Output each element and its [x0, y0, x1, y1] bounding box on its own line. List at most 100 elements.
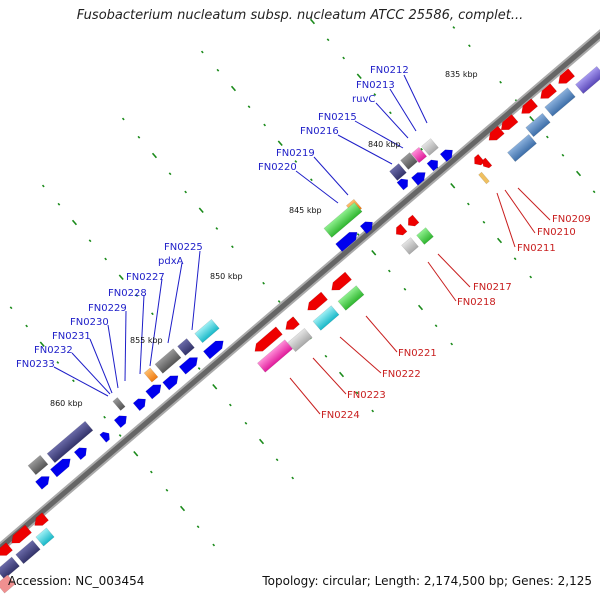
gene-label[interactable]: FN0230 — [70, 317, 109, 328]
gene-box[interactable] — [194, 318, 220, 344]
tick-mark — [41, 184, 45, 188]
reverse-gene[interactable] — [8, 524, 32, 547]
gene-label[interactable]: FN0231 — [52, 331, 91, 342]
forward-gene[interactable] — [162, 372, 182, 391]
gene-box[interactable] — [27, 454, 49, 476]
gene-box[interactable] — [401, 237, 419, 255]
gene-box[interactable] — [575, 65, 600, 95]
gene-label[interactable]: pdxA — [158, 256, 184, 267]
gene-label[interactable]: FN0222 — [382, 369, 421, 380]
gene-label[interactable]: FN0220 — [258, 162, 297, 173]
gene-box[interactable] — [0, 556, 20, 580]
forward-gene[interactable] — [359, 218, 376, 235]
tick-mark — [420, 147, 423, 151]
gene-label[interactable]: FN0215 — [318, 112, 357, 123]
gene-box[interactable] — [400, 152, 418, 170]
gene-box[interactable] — [143, 367, 159, 383]
gene-box[interactable] — [389, 163, 407, 181]
forward-gene[interactable] — [35, 473, 52, 490]
gene-box[interactable] — [416, 227, 434, 245]
reverse-gene[interactable] — [486, 125, 505, 144]
gene-label[interactable]: FN0211 — [517, 243, 556, 254]
reverse-gene[interactable] — [31, 512, 49, 530]
forward-gene[interactable] — [145, 381, 165, 400]
forward-gene[interactable] — [99, 430, 113, 443]
tick-mark — [450, 182, 456, 189]
forward-gene[interactable] — [203, 337, 226, 360]
reverse-gene[interactable] — [498, 114, 519, 133]
forward-gene[interactable] — [439, 146, 456, 163]
reverse-gene[interactable] — [480, 157, 493, 170]
gene-box[interactable] — [112, 397, 126, 411]
reverse-gene[interactable] — [328, 271, 352, 294]
gene-box[interactable] — [507, 133, 537, 163]
gene-box[interactable] — [15, 539, 41, 565]
gene-label[interactable]: FN0232 — [34, 345, 73, 356]
reverse-gene[interactable] — [518, 98, 539, 118]
gene-box[interactable] — [525, 112, 551, 138]
reverse-gene[interactable] — [393, 223, 408, 238]
reverse-gene[interactable] — [555, 68, 576, 88]
gene-label[interactable]: FN0213 — [356, 80, 395, 91]
gene-box[interactable] — [287, 327, 313, 353]
gene-label[interactable]: FN0217 — [473, 282, 512, 293]
tick-mark — [499, 80, 502, 84]
gene-label[interactable]: FN0224 — [321, 410, 360, 421]
forward-gene[interactable] — [411, 169, 428, 186]
map-title: Fusobacterium nucleatum subsp. nucleatum… — [76, 8, 524, 23]
gene-box[interactable] — [544, 87, 576, 117]
gene-label[interactable]: FN0225 — [164, 242, 203, 253]
tick-mark — [466, 202, 470, 206]
tick-mark — [529, 115, 535, 122]
gene-box[interactable] — [154, 348, 182, 374]
forward-gene[interactable] — [113, 412, 130, 429]
gene-box[interactable] — [337, 285, 365, 311]
reverse-gene[interactable] — [537, 83, 558, 103]
leader-lines — [53, 74, 551, 415]
gene-box[interactable] — [257, 339, 293, 373]
reverse-gene[interactable] — [304, 291, 328, 314]
gene-box[interactable] — [323, 202, 363, 238]
forward-gene[interactable] — [50, 455, 73, 478]
forward-gene[interactable] — [396, 176, 411, 191]
gene-label[interactable]: FN0218 — [457, 297, 496, 308]
reverse-gene[interactable] — [405, 214, 420, 229]
gene-label[interactable]: FN0212 — [370, 65, 409, 76]
reverse-gene[interactable] — [0, 542, 13, 560]
forward-gene[interactable] — [132, 395, 149, 412]
tick-mark — [118, 434, 122, 437]
tick-mark — [387, 269, 391, 273]
gene-box[interactable] — [35, 527, 55, 547]
gene-label[interactable]: FN0223 — [347, 390, 386, 401]
gene-box[interactable] — [177, 338, 195, 356]
gene-label[interactable]: FN0209 — [552, 214, 591, 225]
tick-mark — [262, 281, 265, 285]
gene-label[interactable]: FN0233 — [16, 359, 55, 370]
gene-label[interactable]: FN0216 — [300, 126, 339, 137]
gene-label[interactable]: FN0227 — [126, 272, 165, 283]
forward-gene[interactable] — [426, 157, 441, 172]
tick-mark — [198, 207, 204, 214]
tick-mark — [244, 421, 248, 425]
gene-box[interactable] — [478, 171, 490, 185]
gene-label[interactable]: FN0221 — [398, 348, 437, 359]
gene-label[interactable]: FN0219 — [276, 148, 315, 159]
gene-features[interactable] — [0, 65, 600, 594]
tick-mark — [72, 379, 75, 383]
reverse-gene[interactable] — [252, 326, 283, 355]
forward-gene[interactable] — [178, 354, 201, 375]
tick-mark — [9, 306, 13, 310]
gene-box[interactable] — [312, 305, 340, 331]
gene-box[interactable] — [421, 138, 439, 156]
gene-box[interactable] — [46, 420, 94, 464]
gene-label[interactable]: FN0229 — [88, 303, 127, 314]
gene-label[interactable]: FN0210 — [537, 227, 576, 238]
reverse-gene[interactable] — [282, 316, 300, 334]
gene-label[interactable]: ruvC — [352, 94, 375, 105]
gene-box[interactable] — [0, 574, 16, 594]
gene-label[interactable]: FN0228 — [108, 288, 147, 299]
forward-gene[interactable] — [73, 444, 90, 461]
gene-box[interactable] — [410, 146, 428, 164]
forward-gene[interactable] — [335, 228, 361, 252]
